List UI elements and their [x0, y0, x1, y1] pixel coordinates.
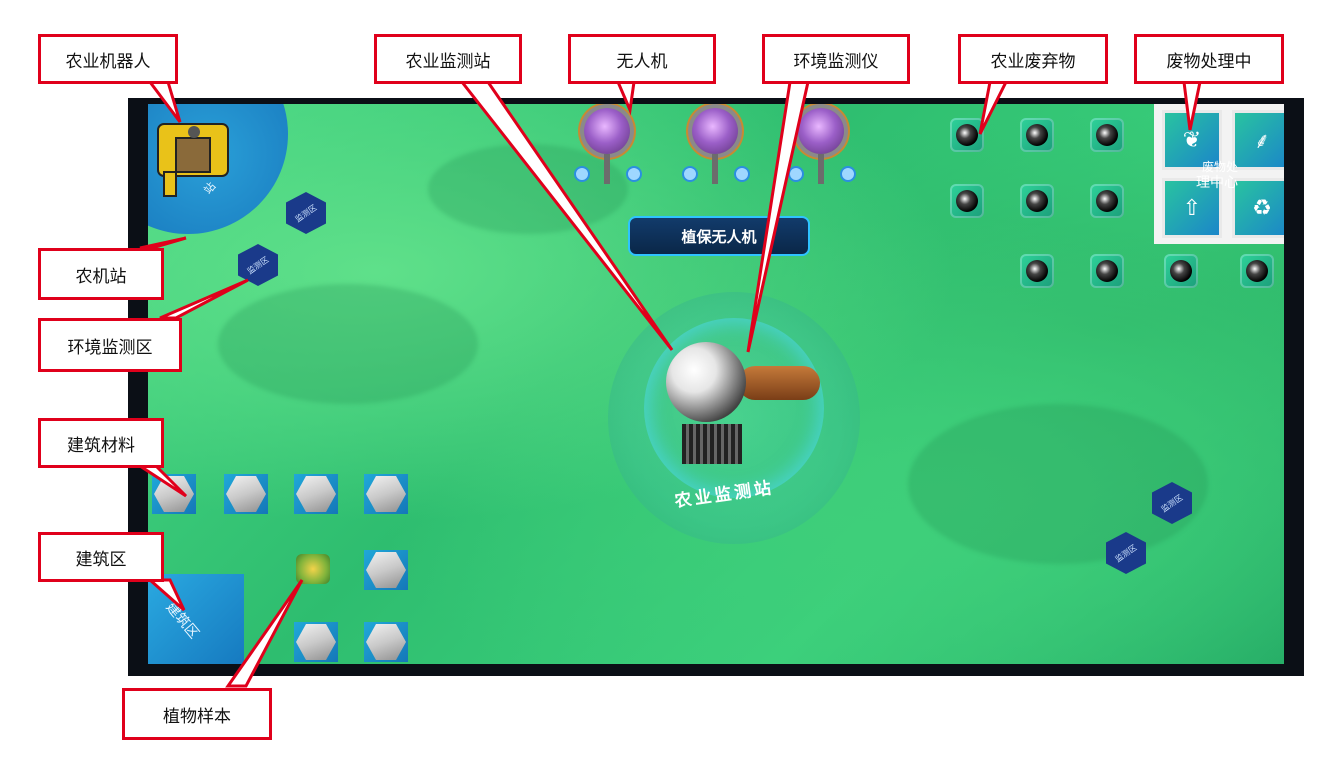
building-material-slot[interactable]	[364, 550, 408, 590]
drone-foot	[840, 166, 856, 182]
callout-env-monitor: 环境监测仪	[762, 34, 910, 84]
callout-waste-processing: 废物处理中	[1134, 34, 1284, 84]
recycle-center-top: 废物处	[1202, 160, 1239, 174]
waste-tile[interactable]	[1020, 184, 1054, 218]
pointer-monitor-station	[458, 80, 674, 351]
waste-icon	[1096, 190, 1118, 212]
waste-tile[interactable]	[950, 118, 984, 152]
drone-body	[798, 108, 844, 154]
drone[interactable]	[682, 104, 750, 186]
pointer-agri-waste	[978, 80, 1009, 135]
drone-leg	[712, 154, 718, 184]
drone-body	[692, 108, 738, 154]
callout-drone: 无人机	[568, 34, 716, 84]
callout-building-zone: 建筑区	[38, 532, 164, 582]
building-material-slot[interactable]	[364, 622, 408, 662]
game-board: 站 监测区 监测区 监测区 监测区	[128, 98, 1304, 676]
waste-icon	[1246, 260, 1268, 282]
monitor-grill	[682, 424, 742, 464]
pointer-plant-sample	[225, 579, 304, 688]
waste-icon	[1170, 260, 1192, 282]
env-monitor-device[interactable]	[666, 342, 746, 422]
tree-icon: ⇧	[1162, 178, 1222, 238]
waste-icon	[1026, 260, 1048, 282]
building-material-slot[interactable]	[224, 474, 268, 514]
drone-body	[584, 108, 630, 154]
monitor-arm	[738, 366, 820, 400]
grass-texture	[908, 404, 1208, 564]
recycle-center-label: 理中心	[1196, 175, 1238, 191]
callout-monitor-station: 农业监测站	[374, 34, 522, 84]
waste-tile[interactable]	[1090, 184, 1124, 218]
drone-leg	[818, 154, 824, 184]
drone-leg	[604, 154, 610, 184]
drone[interactable]	[788, 104, 856, 186]
pointer-waste-processing	[1182, 80, 1202, 131]
callout-agri-waste: 农业废弃物	[958, 34, 1108, 84]
building-material-slot[interactable]	[364, 474, 408, 514]
callout-env-zone: 环境监测区	[38, 318, 182, 372]
agri-robot[interactable]	[154, 118, 234, 198]
waste-tile[interactable]	[1090, 254, 1124, 288]
drone-foot	[682, 166, 698, 182]
waste-icon	[1096, 124, 1118, 146]
monitor-station-ring[interactable]	[608, 292, 860, 544]
drone[interactable]	[574, 104, 642, 186]
building-material-slot[interactable]	[294, 622, 338, 662]
callout-agri-robot: 农业机器人	[38, 34, 178, 84]
pointer-env-zone	[159, 278, 249, 320]
waste-tile[interactable]	[1020, 118, 1054, 152]
drone-banner[interactable]: 植保无人机	[628, 216, 810, 256]
pointer-building-zone	[146, 578, 186, 612]
pointer-agri-robot	[147, 80, 182, 123]
pointer-farm-station	[139, 236, 187, 250]
waste-tile[interactable]	[1240, 254, 1274, 288]
game-field: 站 监测区 监测区 监测区 监测区	[148, 104, 1284, 664]
callout-farm-station: 农机站	[38, 248, 164, 300]
drone-foot	[734, 166, 750, 182]
waste-tile[interactable]	[1090, 118, 1124, 152]
building-material-slot[interactable]	[294, 474, 338, 514]
pointer-drone	[615, 80, 636, 116]
grass-texture	[218, 284, 478, 404]
waste-icon	[956, 190, 978, 212]
recycle-icon: ♻	[1232, 178, 1284, 238]
waste-tile[interactable]	[1164, 254, 1198, 288]
callout-building-material: 建筑材料	[38, 418, 164, 468]
waste-icon	[1026, 124, 1048, 146]
waste-icon	[1026, 190, 1048, 212]
waste-icon	[1096, 260, 1118, 282]
waste-icon	[956, 124, 978, 146]
leaf-icon: ⸙	[1232, 110, 1284, 170]
waste-tile[interactable]	[950, 184, 984, 218]
drone-foot	[574, 166, 590, 182]
pointer-building-material	[134, 464, 188, 498]
drone-foot	[626, 166, 642, 182]
pointer-env-monitor	[746, 80, 810, 353]
plant-sample[interactable]	[296, 554, 330, 584]
waste-tile[interactable]	[1020, 254, 1054, 288]
callout-plant-sample: 植物样本	[122, 688, 272, 740]
